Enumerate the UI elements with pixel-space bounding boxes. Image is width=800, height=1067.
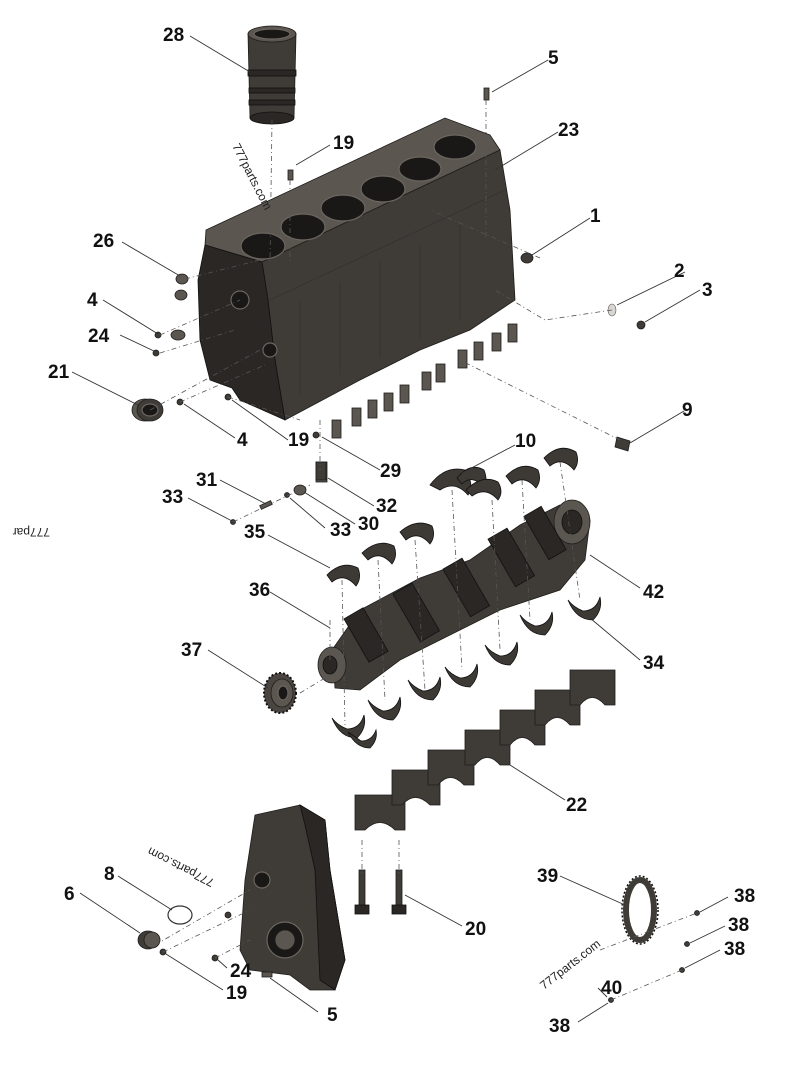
callout-31: 31 <box>196 470 218 491</box>
assembly-lines <box>149 100 698 1001</box>
front-seal-parts <box>137 905 273 978</box>
callout-5-top: 5 <box>548 48 559 69</box>
callout-33-mid: 33 <box>330 520 351 541</box>
callout-38-c: 38 <box>724 939 745 960</box>
callout-22: 22 <box>566 795 587 816</box>
callout-38-a: 38 <box>734 886 755 907</box>
callout-40: 40 <box>601 978 622 999</box>
cylinder-liner <box>247 25 297 125</box>
callout-24-left: 24 <box>88 326 110 347</box>
callout-8: 8 <box>104 864 115 885</box>
callout-1: 1 <box>590 206 601 227</box>
valve-tappets <box>315 323 518 483</box>
cam-bushing <box>131 398 164 422</box>
callout-29: 29 <box>380 461 401 482</box>
gear-housing <box>239 804 346 991</box>
callout-42: 42 <box>643 582 664 603</box>
watermark-top: 777parts.com <box>229 141 274 212</box>
callout-39: 39 <box>537 866 558 887</box>
callout-leaders <box>71 35 729 1023</box>
callout-30: 30 <box>358 514 379 535</box>
callout-35: 35 <box>244 522 266 543</box>
main-bearing-bolts <box>354 869 407 915</box>
block-small-parts <box>152 87 646 452</box>
callout-19-mid: 19 <box>288 430 309 451</box>
callout-33-left: 33 <box>162 487 183 508</box>
callout-4-left: 4 <box>87 290 98 311</box>
callout-6: 6 <box>64 884 75 905</box>
callout-38-b: 38 <box>728 915 749 936</box>
callout-2: 2 <box>674 261 685 282</box>
callout-9: 9 <box>682 400 693 421</box>
callout-19-top: 19 <box>333 133 354 154</box>
callout-4-mid: 4 <box>237 430 248 451</box>
callout-23: 23 <box>558 120 579 141</box>
crankshaft-gear <box>263 672 297 714</box>
lower-bearing-shells <box>331 596 602 749</box>
callout-5-bottom: 5 <box>327 1005 338 1026</box>
watermark-cover: 777parts.com <box>145 844 216 889</box>
callout-20: 20 <box>465 919 486 940</box>
watermark-ring: 777parts.com <box>537 937 603 993</box>
callout-21: 21 <box>48 362 70 383</box>
callout-37: 37 <box>181 640 202 661</box>
callout-10: 10 <box>515 431 536 452</box>
tone-wheel <box>608 875 700 1003</box>
callout-26: 26 <box>93 231 114 252</box>
callout-3: 3 <box>702 280 713 301</box>
crankshaft <box>317 499 591 691</box>
callout-32: 32 <box>376 496 397 517</box>
callout-24-bottom: 24 <box>230 961 252 982</box>
callout-28: 28 <box>163 25 184 46</box>
callout-36: 36 <box>249 580 270 601</box>
callout-labels: 28 5 19 23 1 26 2 3 4 24 21 4 19 29 9 10… <box>48 25 755 1037</box>
main-bearing-caps <box>354 669 616 831</box>
callout-38-d: 38 <box>549 1016 570 1037</box>
callout-34: 34 <box>643 653 665 674</box>
callout-19-bottom: 19 <box>226 983 247 1004</box>
watermark-left: 777par <box>13 525 50 539</box>
engine-block <box>197 117 516 421</box>
